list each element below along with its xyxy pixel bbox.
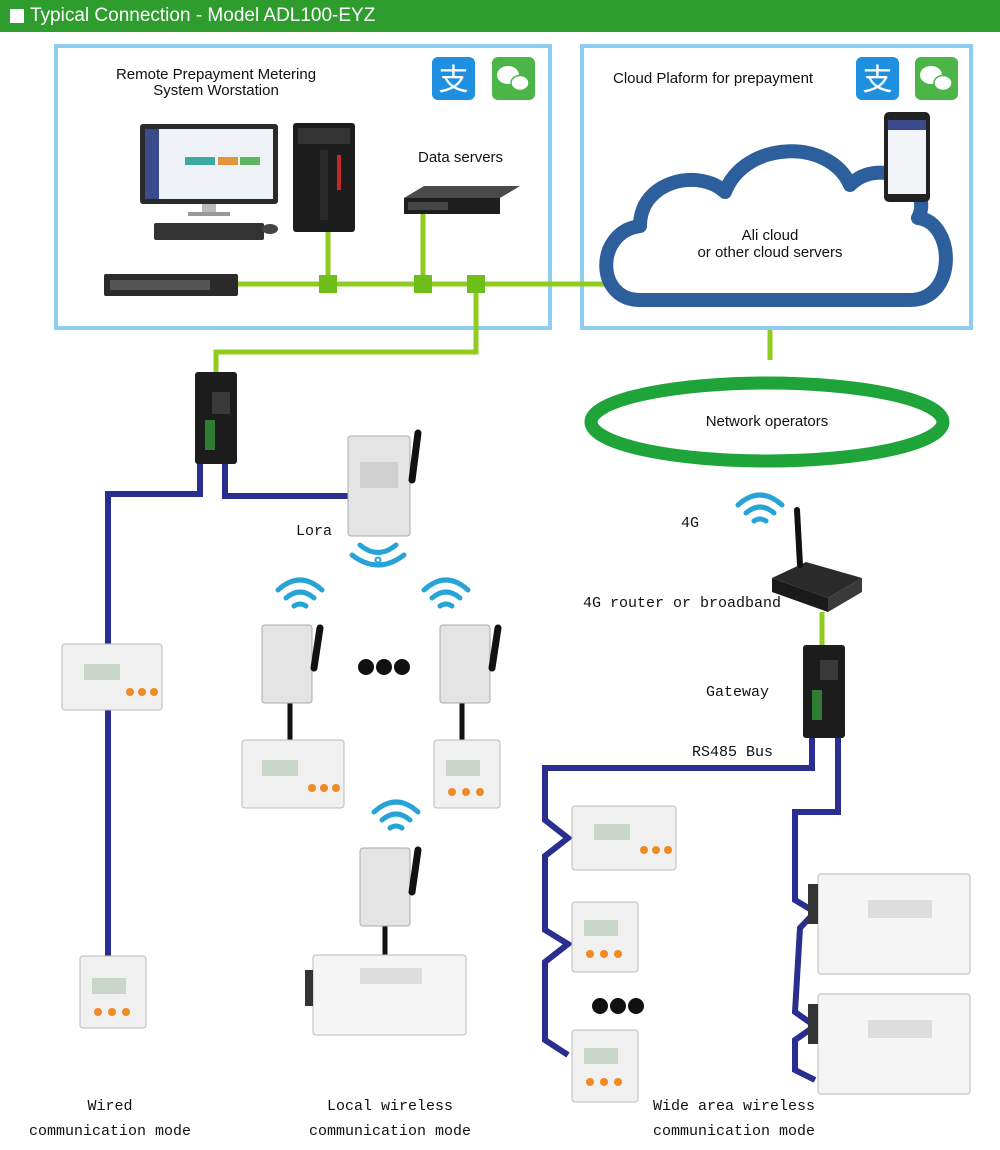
wide-mode-label: Wide area wireless communication mode: [636, 1094, 832, 1144]
wifi-icon-lora: [349, 542, 407, 568]
meter-wide-3: [571, 1029, 639, 1103]
ethernet-lines: [213, 212, 825, 648]
header-square-icon: [10, 9, 24, 23]
workstation-box: [54, 44, 552, 330]
rs485-label: RS485 Bus: [692, 744, 774, 761]
ellipsis-dots-wide: [592, 998, 644, 1014]
keyboard-icon: [154, 223, 278, 240]
rs485-lines: [105, 462, 841, 1083]
wide-mode-line2: communication mode: [652, 1123, 816, 1140]
meter-wide-2: [571, 901, 639, 973]
router-icon: [772, 507, 862, 612]
workstation-title: Remote Prepayment Metering System Worsta…: [96, 67, 336, 99]
lora-module-right: [439, 624, 502, 704]
meter-box-local: [305, 954, 467, 1036]
wechat-icon: [492, 57, 535, 100]
rack-server-icon: [404, 186, 520, 214]
lan-nodes: [319, 275, 485, 293]
cloud-shape: [599, 144, 953, 307]
meter-wide-1: [571, 805, 677, 871]
svg-text:支: 支: [439, 63, 469, 98]
network-ring: [584, 376, 950, 468]
wired-mode-line2: communication mode: [28, 1123, 192, 1140]
lora-module-bottom: [359, 846, 422, 927]
lora-label: Lora: [296, 523, 333, 540]
meter-links: [287, 702, 465, 955]
4g-label: 4G: [681, 515, 700, 532]
switch-icon: [104, 274, 238, 296]
meter-box-wide-1: [808, 873, 971, 975]
workstation-title-line2: System Worstation: [153, 82, 279, 99]
gateway-icon: [803, 645, 845, 738]
alipay-icon-right: 支: [856, 57, 899, 100]
gateway-label: Gateway: [706, 684, 770, 701]
meter-wired-bottom: [79, 955, 147, 1029]
ellipsis-dots-local: [358, 659, 410, 675]
wechat-icon-right: [915, 57, 958, 100]
wifi-icon-left: [275, 577, 325, 609]
smartphone-icon: [884, 112, 930, 202]
local-mode-label: Local wireless communication mode: [300, 1094, 480, 1144]
wifi-icon-4g: [735, 492, 785, 524]
cloud-platform-box: [580, 44, 973, 330]
lora-module-icon: [347, 429, 422, 537]
meter-wired-top: [61, 643, 163, 711]
wifi-icon-right: [421, 577, 471, 609]
cloud-label-line2: or other cloud servers: [697, 244, 843, 261]
network-operators-label: Network operators: [705, 413, 829, 430]
wide-mode-line1: Wide area wireless: [652, 1098, 816, 1115]
cloud-label: Ali cloud or other cloud servers: [660, 227, 880, 261]
wifi-icon-bottom: [371, 799, 421, 831]
data-servers-label: Data servers: [418, 149, 504, 166]
concentrator-icon: [195, 372, 237, 464]
router-label: 4G router or broadband: [583, 595, 782, 612]
wired-mode-label: Wired communication mode: [20, 1094, 200, 1144]
meter-box-wide-2: [808, 993, 971, 1095]
cloud-label-line1: Ali cloud: [741, 227, 799, 244]
lora-module-left: [261, 624, 324, 704]
alipay-icon: 支: [432, 57, 475, 100]
local-mode-line2: communication mode: [308, 1123, 472, 1140]
meter-local-right: [433, 739, 501, 809]
wired-mode-line1: Wired: [87, 1098, 133, 1115]
tower-pc-icon: [293, 123, 355, 232]
header-title: Typical Connection - Model ADL100-EYZ: [30, 5, 376, 26]
cloud-platform-title: Cloud Plaform for prepayment: [613, 70, 814, 87]
header-bar: Typical Connection - Model ADL100-EYZ: [0, 0, 1000, 32]
workstation-title-line1: Remote Prepayment Metering: [115, 66, 317, 83]
monitor-icon: [140, 124, 278, 216]
svg-text:支: 支: [863, 63, 893, 98]
meter-local-left: [241, 739, 345, 809]
concentrator-link: [213, 284, 479, 372]
local-mode-line1: Local wireless: [326, 1098, 454, 1115]
